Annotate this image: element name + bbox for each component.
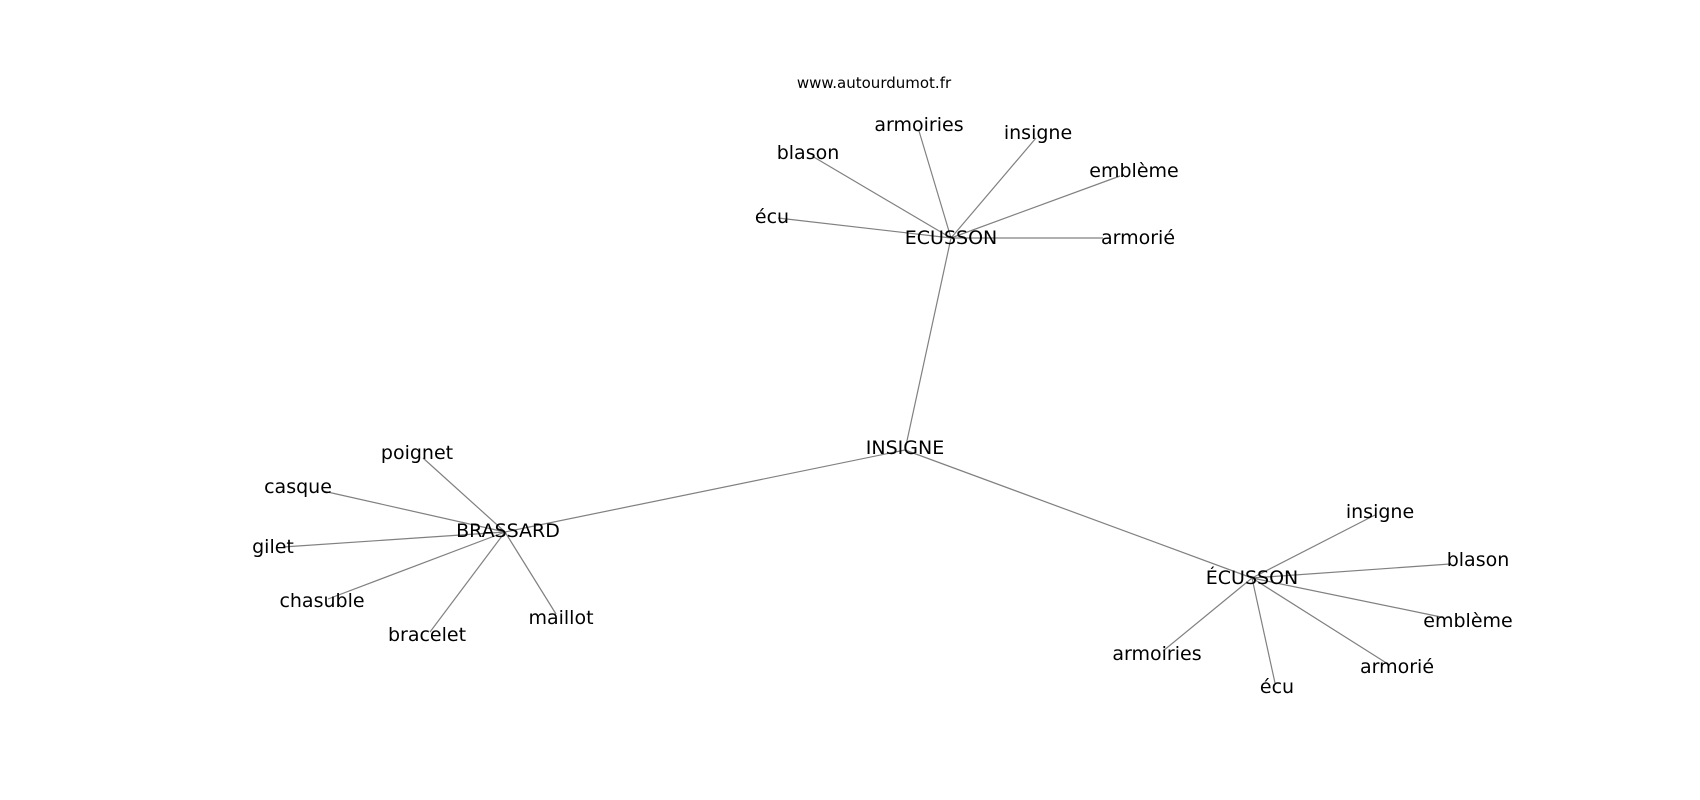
node-label-e2_armoiries: armoiries xyxy=(1112,643,1201,665)
node-label-e1_ecu: écu xyxy=(755,206,789,228)
node-label-b_gilet: gilet xyxy=(252,536,294,558)
edge-insigne_center-brassard xyxy=(504,449,906,533)
edge-brassard-b_poignet xyxy=(422,457,506,533)
node-label-b_maillot: maillot xyxy=(528,607,593,629)
edge-ecusson1-e1_ecu xyxy=(777,217,952,239)
node-label-e2_insigne: insigne xyxy=(1346,501,1414,523)
graph-edges xyxy=(282,130,1451,684)
node-label-e1_armorie: armorié xyxy=(1101,227,1175,249)
node-label-b_poignet: poignet xyxy=(381,442,453,464)
node-label-e1_blason: blason xyxy=(777,142,840,164)
edge-ecusson1-e1_embleme xyxy=(950,175,1121,239)
node-label-e2_armorie: armorié xyxy=(1360,656,1434,678)
node-label-e2_ecu: écu xyxy=(1260,676,1294,698)
edge-insigne_center-ecusson1 xyxy=(904,237,952,451)
node-label-e2_blason: blason xyxy=(1447,549,1510,571)
edge-brassard-b_maillot xyxy=(504,531,557,615)
node-label-e1_embleme: emblème xyxy=(1089,160,1178,182)
node-label-insigne_center: INSIGNE xyxy=(866,437,944,459)
edge-ecusson2-e2_insigne xyxy=(1251,514,1376,579)
node-label-e2_embleme: emblème xyxy=(1423,610,1512,632)
edge-ecusson2-e2_blason xyxy=(1251,563,1451,579)
node-label-brassard: BRASSARD xyxy=(456,520,560,542)
node-label-ecusson2: ÉCUSSON xyxy=(1206,566,1298,589)
edge-brassard-b_gilet xyxy=(282,531,506,548)
edge-brassard-b_casque xyxy=(322,490,506,533)
edge-ecusson1-e1_blason xyxy=(811,155,952,239)
graph-labels: INSIGNE ECUSSON ÉCUSSON BRASSARD blason armoi… xyxy=(252,114,1513,698)
edge-ecusson2-e2_armoiries xyxy=(1162,577,1253,652)
node-label-e1_insigne: insigne xyxy=(1004,122,1072,144)
edge-ecusson1-e1_armoiries xyxy=(918,130,952,239)
site-watermark: www.autourdumot.fr xyxy=(797,74,952,92)
edge-brassard-b_chasuble xyxy=(327,531,506,600)
edge-ecusson2-e2_ecu xyxy=(1251,577,1276,684)
node-label-ecusson1: ECUSSON xyxy=(905,227,997,249)
node-label-b_chasuble: chasuble xyxy=(279,590,364,612)
edge-ecusson2-e2_armorie xyxy=(1251,577,1389,665)
edge-brassard-b_bracelet xyxy=(429,531,506,633)
edge-insigne_center-ecusson2 xyxy=(904,449,1253,579)
node-label-e1_armoiries: armoiries xyxy=(874,114,963,136)
edge-ecusson1-e1_insigne xyxy=(950,137,1037,239)
node-label-b_casque: casque xyxy=(264,476,332,498)
edge-ecusson2-e2_embleme xyxy=(1251,577,1442,618)
node-label-b_bracelet: bracelet xyxy=(388,624,466,646)
